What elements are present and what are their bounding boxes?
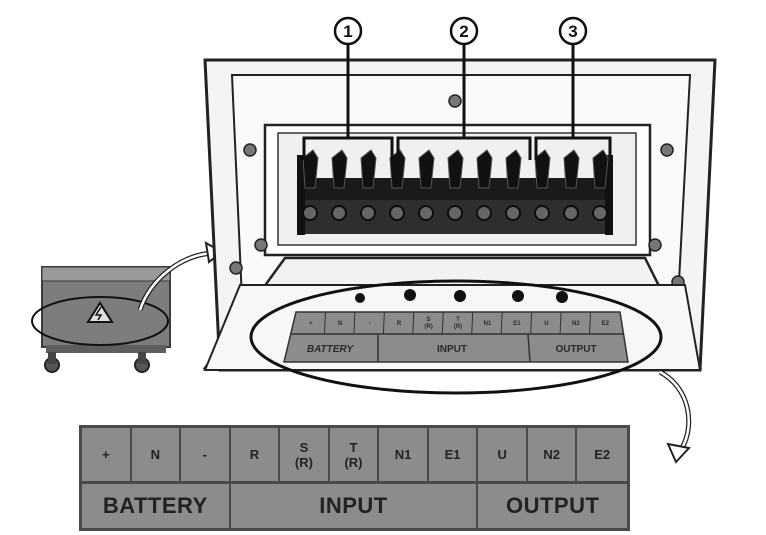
terminal-post — [535, 150, 550, 220]
terminal-n2: N2 — [528, 428, 578, 484]
svg-text:OUTPUT: OUTPUT — [555, 344, 596, 355]
small-terminal-label: U — [544, 321, 548, 327]
terminal-post — [448, 150, 463, 220]
small-terminal-label: - — [369, 321, 371, 327]
terminal-post — [593, 150, 608, 220]
terminal-minus: - — [181, 428, 231, 484]
callout-1: 1 — [335, 18, 361, 44]
small-terminal-label: E1 — [513, 321, 521, 327]
terminal-n: N — [132, 428, 182, 484]
group-battery: BATTERY — [82, 484, 231, 528]
terminal-post — [361, 150, 376, 220]
small-terminal-label: E2 — [602, 321, 610, 327]
terminal-t: T (R) — [330, 428, 380, 484]
terminal-plus: + — [82, 428, 132, 484]
small-terminal-label: R — [397, 321, 402, 327]
svg-text:3: 3 — [568, 22, 577, 41]
terminal-row: + N - R S (R) T (R) N1 E1 U N2 E2 — [82, 428, 627, 484]
terminal-post — [419, 150, 434, 220]
terminal-block — [297, 150, 613, 235]
terminal-post — [564, 150, 579, 220]
svg-text:INPUT: INPUT — [437, 344, 467, 355]
terminal-post — [390, 150, 405, 220]
terminal-label-table: + N - R S (R) T (R) N1 E1 U N2 E2 BATTER… — [79, 425, 630, 531]
terminal-s: S (R) — [280, 428, 330, 484]
small-terminal-label: + — [309, 321, 313, 327]
svg-text:2: 2 — [459, 22, 468, 41]
ups-unit-illustration — [32, 267, 170, 372]
small-terminal-label: N — [338, 321, 342, 327]
small-terminal-label: N2 — [572, 321, 580, 327]
svg-text:1: 1 — [343, 22, 352, 41]
terminal-post — [332, 150, 347, 220]
callout-2: 2 — [451, 18, 477, 44]
terminal-n1: N1 — [379, 428, 429, 484]
arrow-icon — [660, 372, 689, 462]
terminal-u: U — [478, 428, 528, 484]
terminal-e2: E2 — [577, 428, 627, 484]
terminal-r: R — [231, 428, 281, 484]
callout-3: 3 — [560, 18, 586, 44]
small-terminal-label: N1 — [484, 321, 492, 327]
terminal-e1: E1 — [429, 428, 479, 484]
group-output: OUTPUT — [478, 484, 627, 528]
terminal-post — [506, 150, 521, 220]
terminal-post — [303, 150, 318, 220]
group-input: INPUT — [231, 484, 479, 528]
svg-text:BATTERY: BATTERY — [307, 344, 355, 355]
group-row: BATTERY INPUT OUTPUT — [82, 484, 627, 528]
terminal-post — [477, 150, 492, 220]
